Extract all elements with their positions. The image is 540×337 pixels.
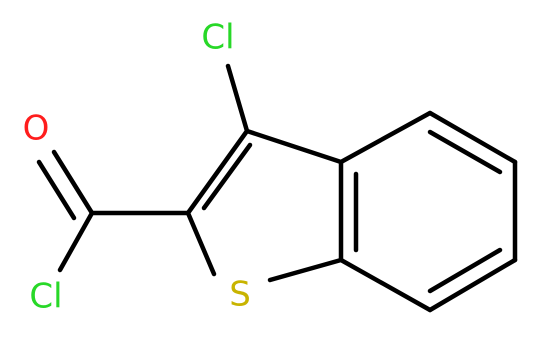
bond-c6-c7-inner <box>427 247 503 294</box>
atom-cl-top: Cl <box>201 18 234 58</box>
bond-c-cl <box>57 210 95 273</box>
atom-sulfur: S <box>229 275 251 315</box>
atom-oxygen: O <box>23 109 50 149</box>
bond-c7-c7a <box>338 257 433 313</box>
bond-c2-c3 <box>185 128 250 216</box>
atom-cl-bottom: Cl <box>29 277 62 317</box>
bond-s-c7a <box>267 257 344 283</box>
bond-c2-c3-inner <box>201 142 253 211</box>
bond-c-o-inner <box>36 159 77 221</box>
bond-c4-c5 <box>427 110 518 165</box>
bond-c6-c7 <box>427 257 518 313</box>
bond-c3a-c4 <box>338 110 433 165</box>
bond-c3-c3a <box>244 128 344 165</box>
bond-c-o <box>51 149 95 216</box>
bond-c3-cl <box>225 63 250 134</box>
bond-c2-s <box>185 210 217 277</box>
bond-c4-c5-inner <box>427 129 503 175</box>
